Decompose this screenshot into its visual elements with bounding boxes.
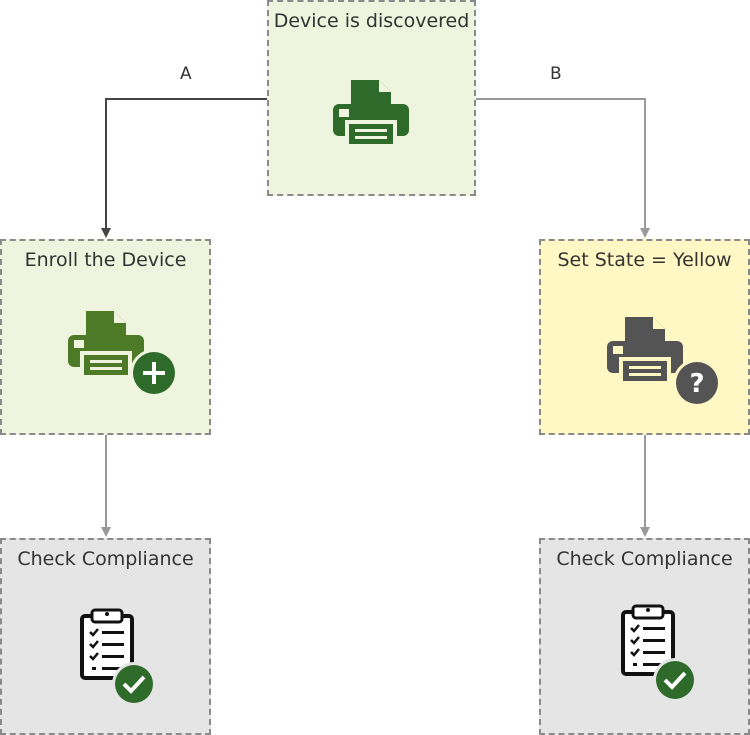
node-title: Set State = Yellow	[557, 249, 732, 271]
node-title: Enroll the Device	[24, 249, 187, 271]
edge-enroll-to-compliance	[101, 435, 111, 537]
node-device-discovered: Device is discovered	[267, 0, 476, 196]
clipboard-check-icon	[621, 604, 697, 702]
branch-a-label: A	[180, 64, 192, 84]
printer-add-icon	[68, 311, 178, 397]
edge-a	[101, 98, 268, 238]
node-title: Check Compliance	[556, 548, 733, 570]
printer-icon	[333, 80, 409, 146]
svg-text:?: ?	[689, 369, 704, 399]
edge-state-to-compliance	[640, 435, 650, 537]
clipboard-check-icon	[80, 608, 156, 706]
branch-b-label: B	[550, 64, 562, 84]
node-title: Check Compliance	[17, 548, 194, 570]
node-check-compliance-b: Check Compliance	[539, 538, 750, 735]
node-check-compliance-a: Check Compliance	[0, 538, 211, 735]
printer-question-icon: ?	[607, 317, 719, 407]
node-enroll-device: Enroll the Device	[0, 239, 211, 435]
node-title: Device is discovered	[273, 10, 470, 32]
node-set-state-yellow: Set State = Yellow ?	[539, 239, 750, 435]
edge-b	[476, 98, 650, 238]
